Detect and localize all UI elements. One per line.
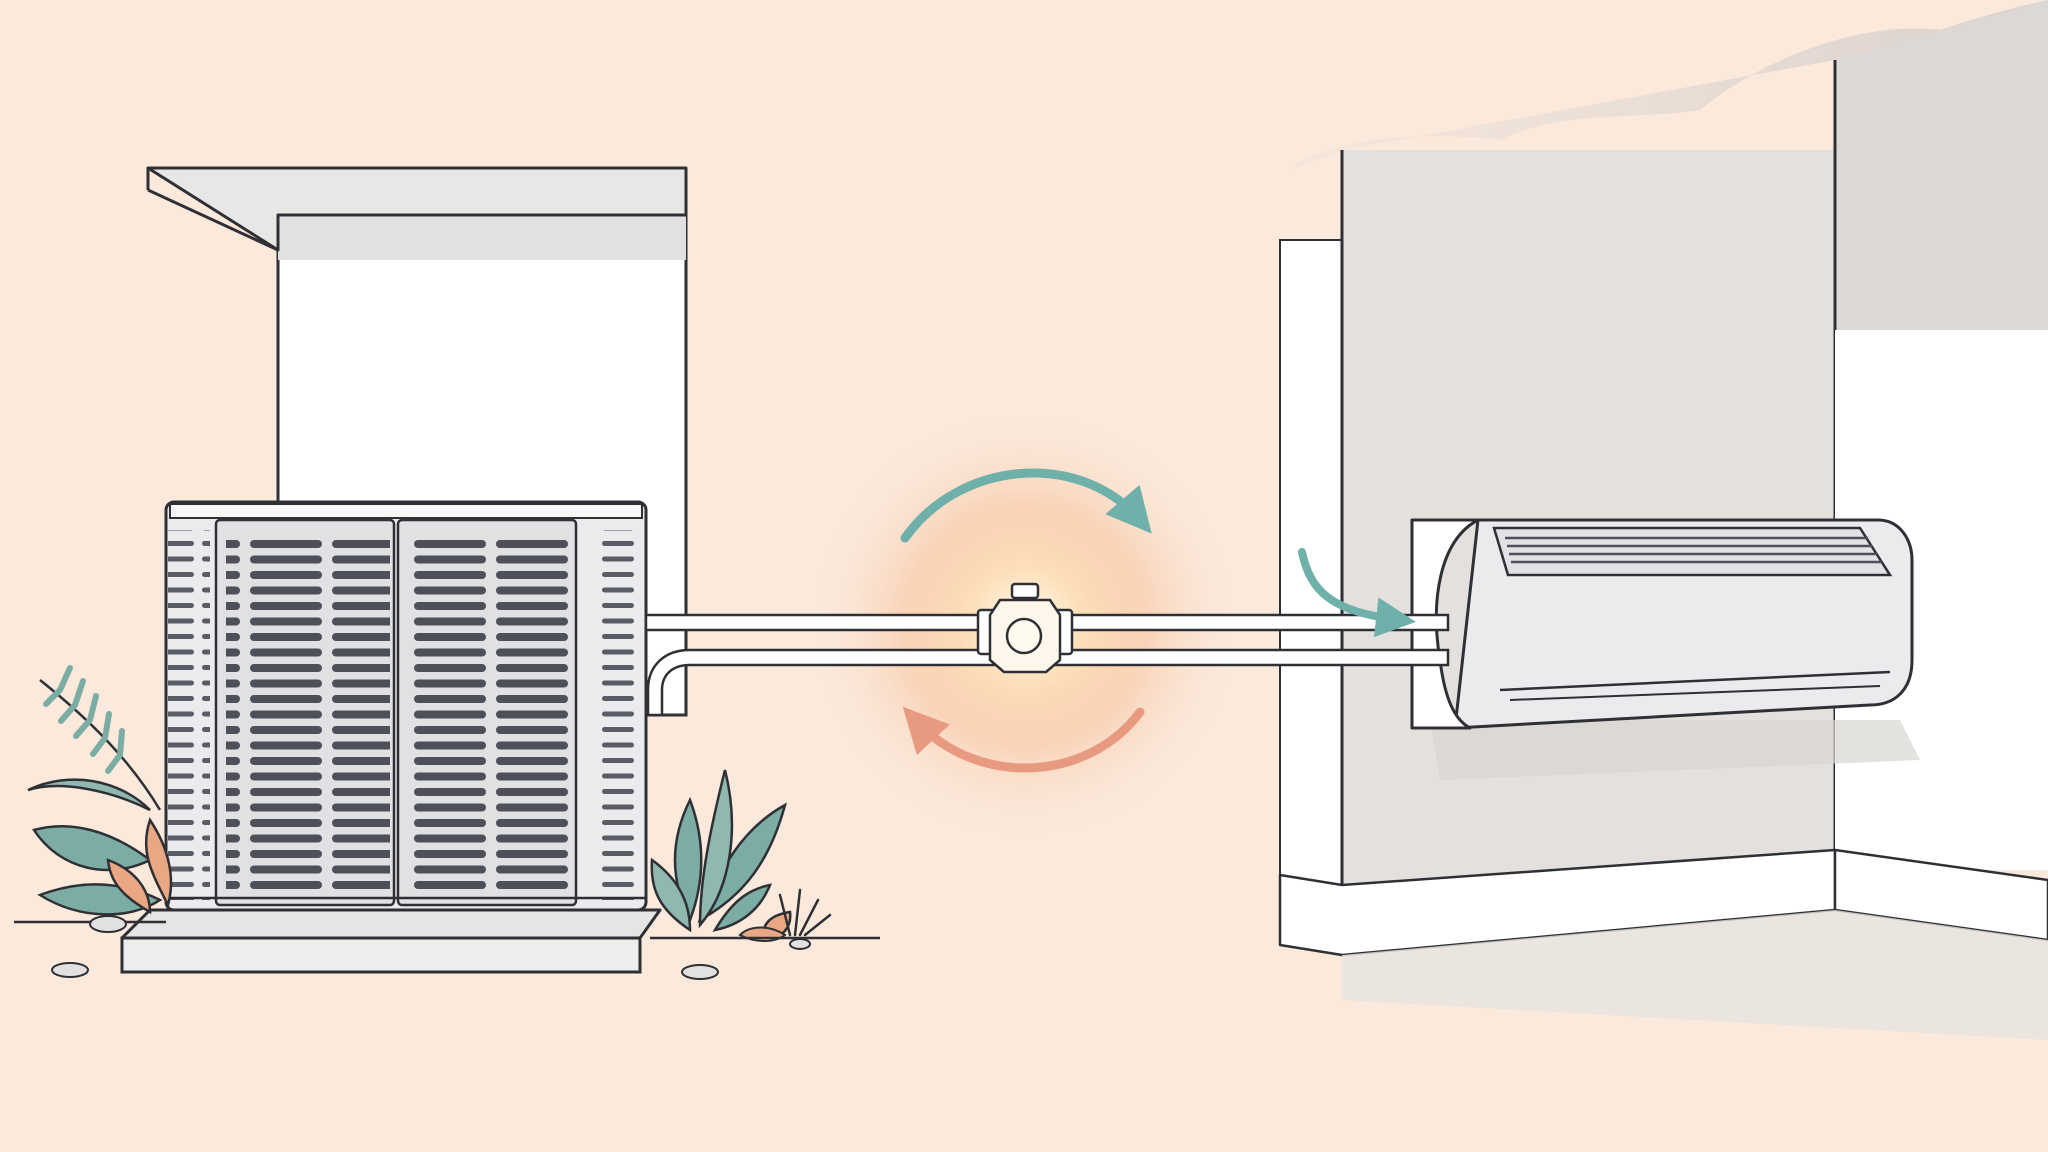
curved-arrow-into-unit-icon <box>1298 548 1416 638</box>
wall-mounted-indoor-unit-icon <box>1410 518 1920 780</box>
reversing-valve-icon <box>976 582 1074 674</box>
curved-arrow-counterclockwise-icon <box>902 706 1145 773</box>
curved-arrow-clockwise-icon <box>900 468 1152 543</box>
outdoor-condenser-icon <box>120 500 662 974</box>
plant-foliage-icon <box>14 665 880 980</box>
